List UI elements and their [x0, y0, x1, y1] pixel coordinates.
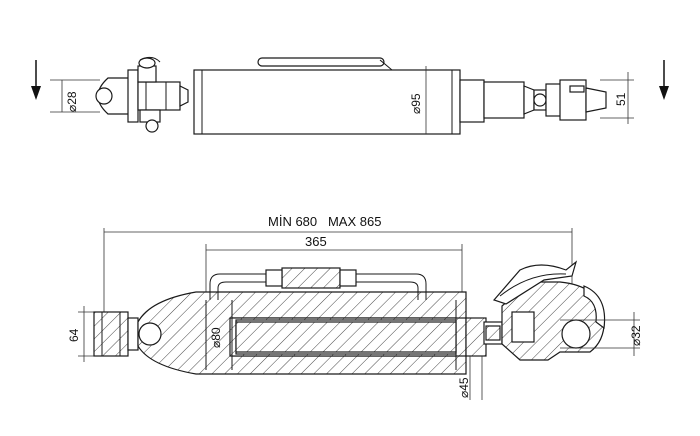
bottom-view: MİN 680 MAX 865 365 64: [67, 214, 643, 400]
hook-height-label: 51: [614, 92, 628, 106]
top-rod: [459, 79, 607, 123]
bore-diameter-label: ⌀80: [209, 327, 223, 348]
pin-diameter-label: ⌀28: [65, 91, 79, 112]
left-eye: [95, 56, 189, 133]
cylinder-diameter-label: ⌀95: [409, 93, 423, 114]
bottom-handle: [209, 267, 427, 300]
top-cylinder: [193, 57, 461, 135]
left-ball-end: [93, 311, 139, 357]
cylinder-length-label: 365: [305, 234, 327, 249]
hook-pin-diameter-label: ⌀32: [629, 325, 643, 346]
end-height-label: 64: [67, 328, 81, 342]
bottom-cylinder: [137, 291, 467, 375]
top-view: ⌀28 ⌀95: [31, 56, 669, 135]
hook-head: [492, 260, 606, 361]
left-arrow: [31, 60, 41, 100]
right-arrow: [659, 60, 669, 100]
bottom-rod: [465, 317, 503, 400]
length-range-label: MİN 680 MAX 865: [268, 214, 381, 229]
rod-diameter-label: ⌀45: [457, 377, 471, 398]
